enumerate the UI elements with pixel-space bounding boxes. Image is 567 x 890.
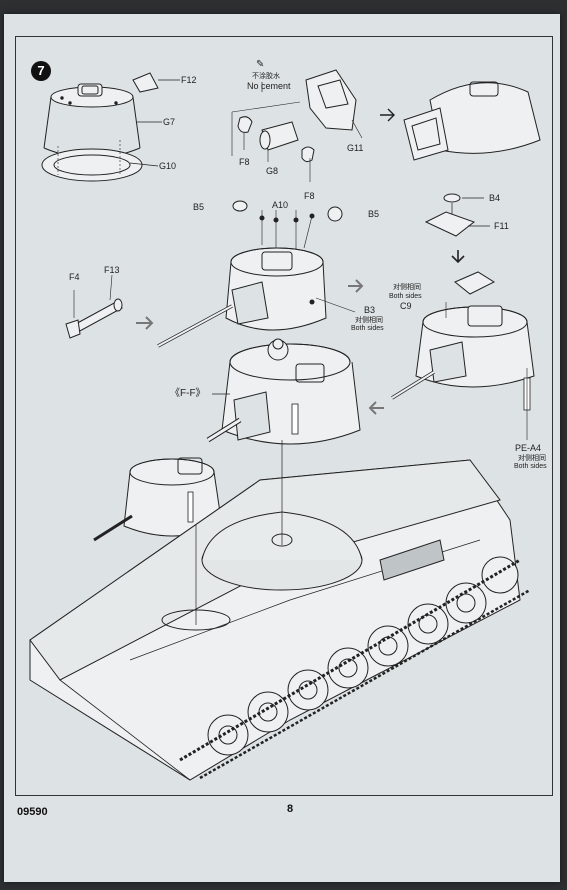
label-a10: A10: [272, 200, 289, 210]
step-number-badge: 7: [31, 61, 51, 81]
turret-shell-g7: [43, 83, 141, 159]
part-b5-left: [232, 200, 248, 212]
road-wheels: [207, 556, 519, 756]
no-cement-icon: ✎: [256, 59, 265, 70]
label-g8: G8: [266, 166, 279, 176]
arrow-right-icon: [380, 108, 395, 122]
label-b5-left: B5: [193, 202, 205, 212]
label-f8-bottom: F8: [304, 191, 315, 201]
part-b5-right: [327, 206, 343, 222]
step-frame: [15, 36, 553, 796]
label-f12: F12: [181, 75, 197, 85]
label-b3-both-sides-english: Both sides: [351, 325, 384, 332]
completed-turret-ff: [206, 338, 361, 445]
label-pe-a4: PE-A4: [515, 443, 542, 453]
label-g10: G10: [159, 161, 177, 171]
part-f12: [132, 72, 159, 93]
label-f4: F4: [69, 272, 80, 282]
no-cement-english: No cement: [247, 81, 291, 91]
turret-mid-row: [157, 247, 327, 348]
label-c9-both-sides-chinese: 对侧相同: [393, 284, 421, 291]
arrow-right-icon: [136, 316, 154, 330]
arrow-down-icon: [451, 250, 465, 264]
label-pe-a4-both-sides-english: Both sides: [514, 463, 547, 470]
label-g11: G11: [347, 143, 364, 153]
kit-code: 09590: [17, 806, 48, 818]
no-cement-chinese: 不涂胶水: [252, 73, 280, 80]
label-b3: B3: [364, 305, 376, 315]
label-c9-both-sides-english: Both sides: [389, 293, 422, 300]
arrow-left-icon: [368, 401, 384, 415]
label-f13: F13: [104, 265, 120, 275]
turret-right-mid: [391, 302, 535, 440]
marking-ff: 《F-F》: [170, 388, 206, 399]
arrow-right-icon: [348, 279, 364, 293]
label-f8-left: F8: [239, 157, 250, 167]
turret-left-lower: [93, 457, 223, 542]
page-number: 8: [287, 803, 294, 815]
label-b4: B4: [489, 193, 501, 203]
label-f11: F11: [494, 221, 509, 231]
label-b3-both-sides-chinese: 对侧相同: [355, 317, 383, 324]
gun-barrel: [65, 274, 123, 339]
ring-g10: [41, 148, 143, 182]
label-g7: G7: [163, 117, 176, 127]
mantlet-parts: [231, 69, 357, 163]
turret-with-mantlet: [403, 81, 541, 161]
tank-hull: [29, 459, 531, 781]
label-b5-right: B5: [368, 209, 380, 219]
label-c9: C9: [400, 301, 412, 311]
label-pe-a4-both-sides-chinese: 对侧相同: [518, 455, 546, 462]
